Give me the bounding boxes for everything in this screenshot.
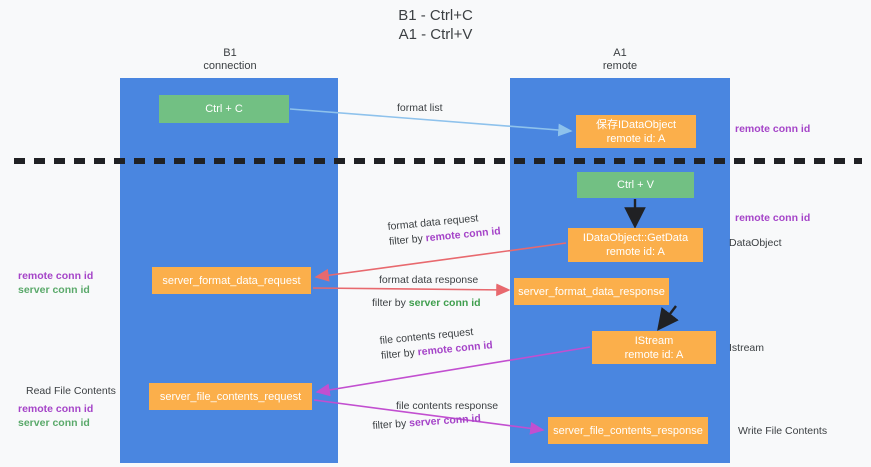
annotation-remote-conn-id-top: remote conn id — [735, 123, 811, 135]
annotation-dataobject: DataObject — [729, 237, 782, 249]
edge-label-file-contents-request: file contents request filter by remote c… — [379, 323, 493, 364]
node-server-file-contents-response[interactable]: server_file_contents_response — [548, 417, 708, 444]
filter-prefix: filter by — [372, 297, 409, 309]
filter-key-server-conn-id: server conn id — [408, 412, 482, 430]
annotation-istream: Istream — [729, 342, 765, 354]
annotation-left-remote-conn-id: remote conn id — [18, 270, 94, 282]
node-server-file-contents-request[interactable]: server_file_contents_request — [149, 383, 312, 410]
page-title: B1 - Ctrl+C A1 - Ctrl+V — [398, 7, 473, 43]
swimlane-header-a1: A1 remote — [602, 47, 638, 72]
node-istream[interactable]: IStream remote id: A — [592, 331, 716, 364]
filter-prefix: filter by — [388, 232, 427, 248]
edge-label-file-contents-response-filter: filter by server conn id — [372, 411, 481, 434]
node-ctrl-c[interactable]: Ctrl + C — [159, 95, 289, 123]
node-save-idataobject[interactable]: 保存IDataObject remote id: A — [576, 115, 696, 148]
edge-label-format-list: format list — [397, 102, 443, 114]
node-server-format-data-response[interactable]: server_format_data_response — [514, 278, 669, 305]
edge-label-file-contents-response: file contents response — [396, 400, 499, 412]
node-ctrl-v[interactable]: Ctrl + V — [577, 172, 694, 198]
swimlane-header-b1: B1 connection — [203, 47, 257, 72]
filter-prefix: filter by — [380, 346, 419, 362]
node-idataobject-getdata[interactable]: IDataObject::GetData remote id: A — [568, 228, 703, 262]
filter-key-server-conn-id: server conn id — [408, 297, 481, 309]
edge-label-format-data-request: format data request filter by remote con… — [387, 209, 501, 250]
annotation-left-conn-ids-upper: remote conn id server conn id — [18, 269, 93, 297]
edge-label-format-data-response-filter: filter by server conn id — [372, 296, 481, 311]
annotation-left-conn-ids-lower: remote conn id server conn id — [18, 402, 93, 430]
annotation-left-server-conn-id-2: server conn id — [18, 417, 90, 429]
node-server-format-data-request[interactable]: server_format_data_request — [152, 267, 311, 294]
annotation-left-remote-conn-id-2: remote conn id — [18, 403, 94, 415]
annotation-read-file-contents: Read File Contents — [26, 385, 116, 397]
edge-format-data-response — [312, 283, 511, 297]
annotation-remote-conn-id-mid: remote conn id — [735, 212, 811, 224]
filter-prefix: filter by — [372, 417, 410, 432]
annotation-write-file-contents: Write File Contents — [738, 425, 828, 437]
annotation-left-server-conn-id: server conn id — [18, 284, 90, 296]
edge-label-format-data-response: format data response — [379, 274, 479, 286]
